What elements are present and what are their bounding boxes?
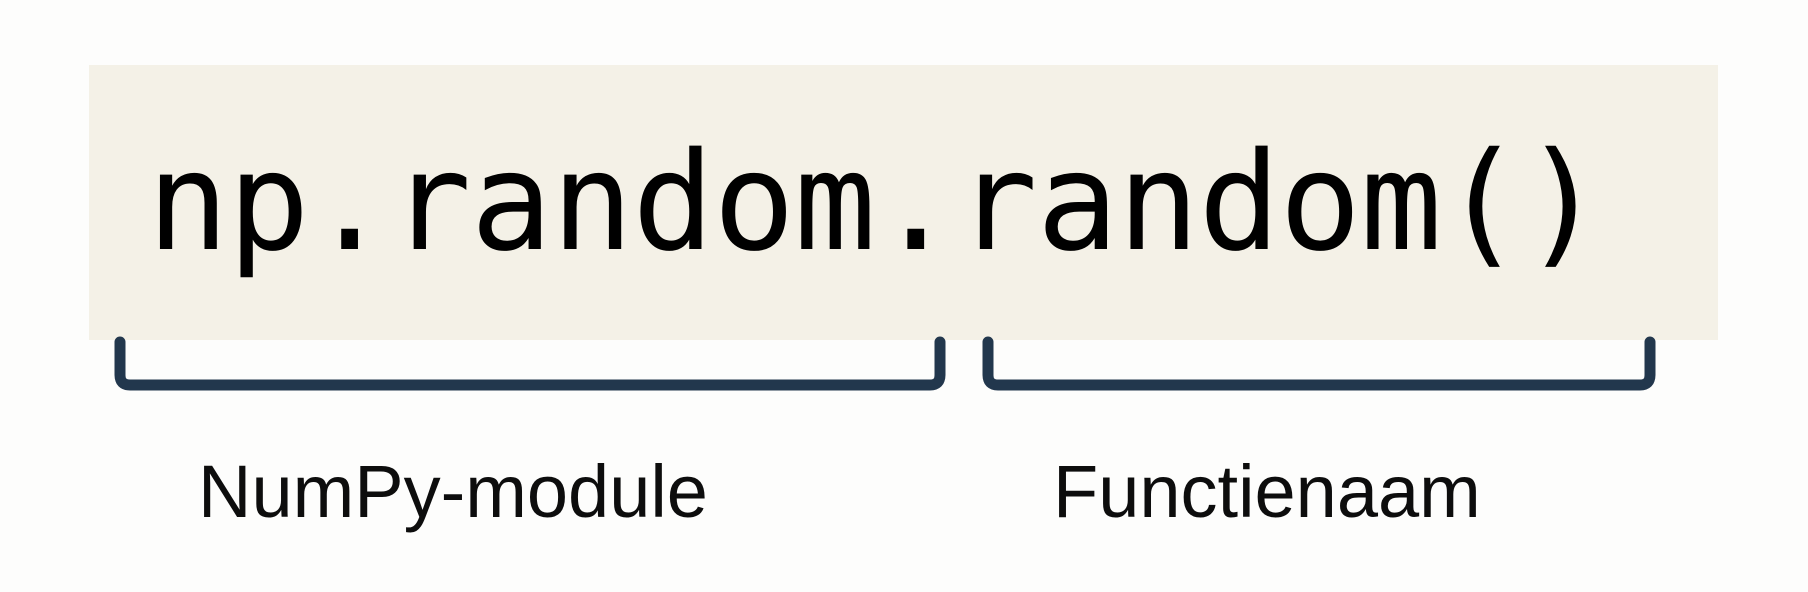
code-highlight-band xyxy=(89,65,1718,340)
label-numpy-module: NumPy-module xyxy=(198,450,708,533)
bracket-module xyxy=(114,336,946,391)
label-functienaam: Functienaam xyxy=(1053,450,1481,533)
code-expression: np.random.random() xyxy=(147,123,1604,282)
bracket-function xyxy=(982,336,1656,391)
